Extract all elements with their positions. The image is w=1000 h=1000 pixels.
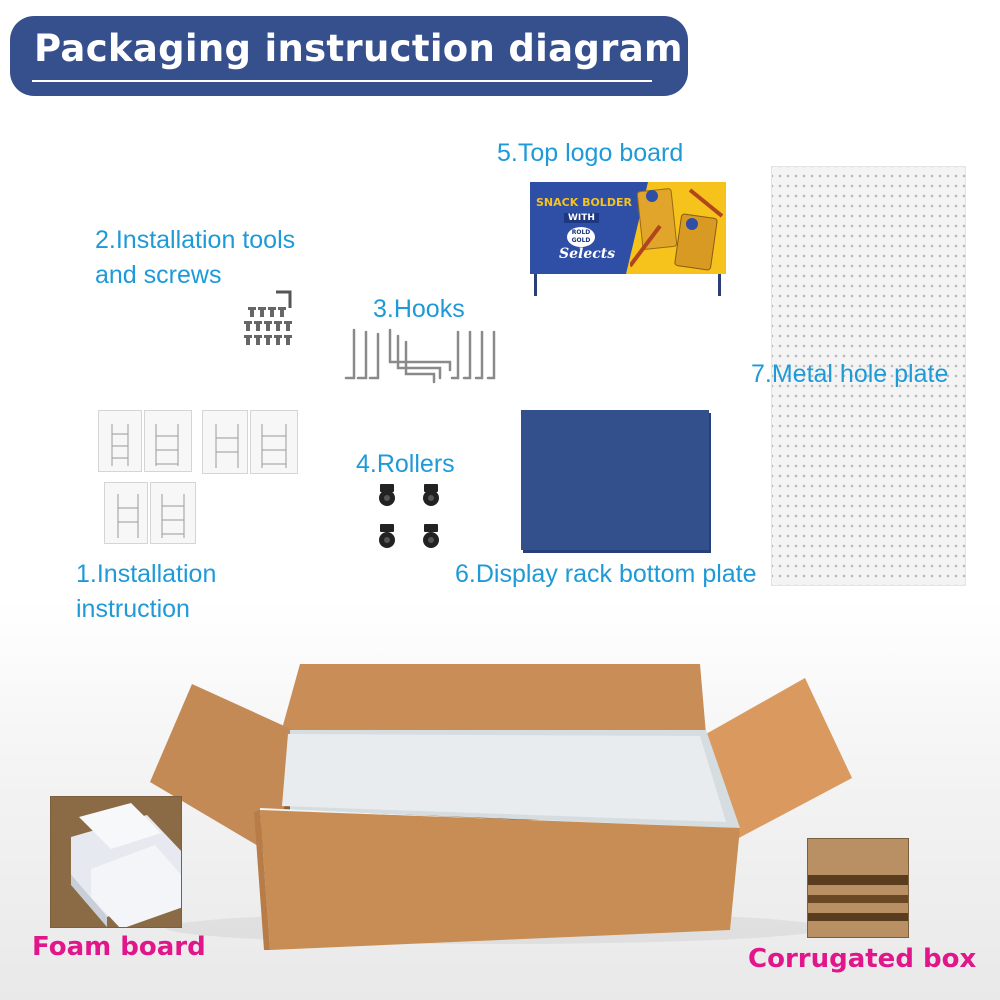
rollers-illustration <box>379 484 439 548</box>
logo-board-product-name: Selects <box>559 246 616 262</box>
label-hooks: 3.Hooks <box>373 295 465 323</box>
label-top-logo-board: 5.Top logo board <box>497 139 684 167</box>
top-logo-board: SNACK BOLDER WITH ROLD GOLD Selects <box>530 182 726 274</box>
corrugated-box-illustration <box>808 839 908 937</box>
label-metal-hole-plate: 7.Metal hole plate <box>751 360 949 388</box>
page-title: Packaging instruction diagram <box>34 27 683 70</box>
instruction-drawings <box>111 424 287 538</box>
instruction-sheet <box>250 410 298 474</box>
logo-board-leg-left <box>534 274 537 296</box>
label-corrugated-box: Corrugated box <box>748 944 977 974</box>
logo-board-with: WITH <box>564 213 599 223</box>
screws-and-allen-key-illustration <box>244 290 292 345</box>
label-tools-line-1: 2.Installation tools <box>95 226 296 254</box>
label-rollers: 4.Rollers <box>356 450 455 478</box>
display-rack-bottom-plate <box>521 410 709 550</box>
instruction-sheet <box>202 410 248 474</box>
hooks-illustration <box>344 328 496 384</box>
instruction-sheet <box>144 410 192 472</box>
instruction-sheet <box>104 482 148 544</box>
label-bottom-plate: 6.Display rack bottom plate <box>455 560 757 588</box>
title-banner: Packaging instruction diagram <box>10 16 688 96</box>
corrugated-box-photo <box>807 838 909 938</box>
label-foam-board: Foam board <box>32 932 206 962</box>
logo-board-leg-right <box>718 274 721 296</box>
label-instruction-line-2: instruction <box>76 595 190 623</box>
logo-board-headline: SNACK BOLDER <box>536 196 632 209</box>
label-instruction-line-1: 1.Installation <box>76 560 217 588</box>
metal-hole-plate <box>771 166 966 586</box>
logo-board-brand-badge: ROLD GOLD <box>567 227 595 247</box>
open-carton-illustration <box>150 664 852 950</box>
title-underline <box>32 80 652 82</box>
foam-board-illustration <box>51 797 181 927</box>
label-tools-line-2: and screws <box>95 261 222 289</box>
instruction-sheet <box>98 410 142 472</box>
snack-bags-illustration <box>630 188 724 271</box>
foam-board-photo <box>50 796 182 928</box>
